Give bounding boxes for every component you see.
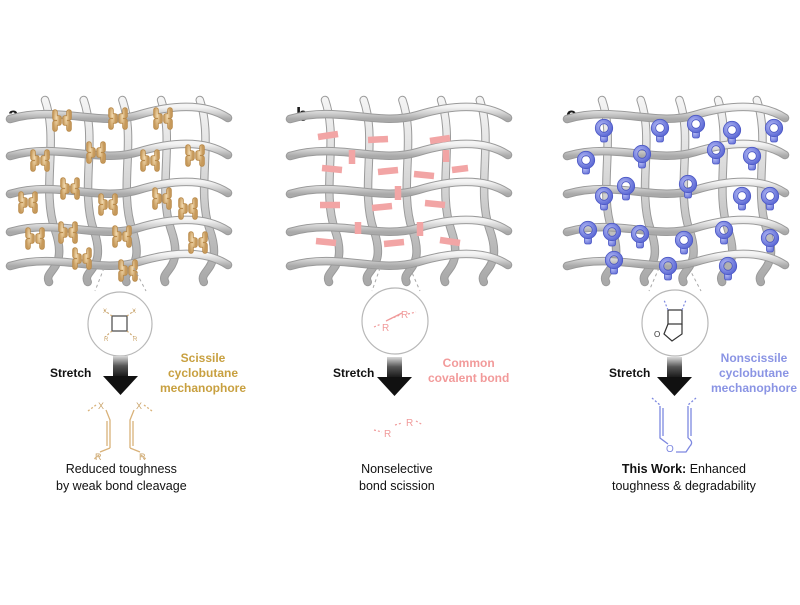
mechanophore-label-a: Scissile cyclobutane mechanophore	[160, 351, 246, 396]
a-strand-h2	[6, 178, 232, 198]
nonscissile-mechanophore-icon-2	[690, 118, 703, 139]
caption-b-line1: Nonselective	[361, 462, 433, 476]
weak-bond-segment-8	[371, 202, 393, 212]
weak-bond-segment-0	[317, 130, 339, 141]
nonscissile-mechanophore-icon-1	[654, 122, 667, 143]
caption-c-line2: toughness & degradability	[612, 479, 756, 493]
a-strand-v4	[196, 96, 218, 286]
zoom-c	[641, 267, 709, 357]
product-atom-o-c: O	[666, 444, 674, 455]
b-strand-h0	[286, 103, 512, 123]
caption-c-bold: This Work:	[621, 462, 687, 476]
atom-r2-b: R	[401, 310, 408, 321]
weak-bond-segment-5	[413, 170, 435, 180]
product-atom-r2: R	[139, 452, 146, 462]
a-strand-h3	[6, 216, 232, 236]
scissile-mechanophore-icon-15	[191, 234, 205, 251]
product-atom-x1: X	[98, 401, 104, 411]
scissile-mechanophore-icon-11	[181, 200, 195, 217]
c-strand-h0	[563, 103, 789, 123]
b-strand-v4	[476, 96, 498, 286]
a-strand-h4	[6, 250, 232, 270]
stretch-label-c: Stretch	[609, 366, 651, 380]
stretch-arrow-a	[103, 356, 138, 395]
stretch-arrow-c	[657, 357, 692, 396]
stretch-label-a: Stretch	[50, 366, 92, 380]
bond-label-b-line2: covalent bond	[428, 371, 510, 385]
weak-bond-segment-3	[321, 164, 343, 174]
c-strand-h1	[563, 140, 789, 160]
stretch-arrow-b	[377, 357, 412, 396]
atom-r1-b: R	[382, 323, 389, 334]
atom-r-left: R	[104, 337, 109, 343]
a-strand-v3	[157, 96, 179, 286]
mechanophore-label-a-line1: Scissile	[180, 351, 226, 365]
mechanophore-label-a-line3: mechanophore	[160, 381, 247, 395]
atom-o-c: O	[654, 330, 660, 339]
polymer-network-c	[562, 95, 790, 287]
mechanophore-label-a-line2: cyclobutane	[167, 366, 239, 380]
nonscissile-mechanophore-icon-12	[736, 190, 749, 211]
atom-r-right: R	[133, 337, 138, 343]
product-c	[651, 397, 697, 453]
product-atom-r1-b: R	[384, 429, 391, 440]
zoom-b	[361, 267, 429, 355]
bond-label-b-line1: Common	[442, 356, 495, 370]
bond-label-b: Common covalent bond	[428, 356, 509, 386]
scissile-mechanophore-icon-6	[188, 147, 202, 164]
weak-bond-segment-9	[424, 199, 446, 209]
b-strand-h4	[286, 250, 512, 270]
scissile-mechanophore-icon-12	[28, 230, 42, 247]
product-atom-r2-b: R	[406, 418, 413, 429]
nonscissile-mechanophore-icon-5	[580, 154, 593, 175]
caption-a: Reduced toughness by weak bond cleavage	[56, 461, 187, 495]
mechanophore-label-c: Nonscissile cyclobutane mechanophore	[711, 351, 797, 396]
weak-bond-segment-1	[367, 135, 389, 144]
atom-x-left: X	[103, 309, 107, 315]
nonscissile-mechanophore-icon-17	[678, 234, 691, 255]
nonscissile-mechanophore-icon-8	[746, 150, 759, 171]
stretch-label-b: Stretch	[333, 366, 375, 380]
scissile-mechanophore-icon-5	[143, 152, 157, 169]
a-strand-h0	[6, 103, 232, 123]
product-bonds-b	[373, 420, 424, 433]
mechanophore-label-c-line1: Nonscissile	[720, 351, 788, 365]
weak-bond-segment-12	[439, 236, 461, 247]
product-atom-x2: X	[136, 401, 142, 411]
caption-c-line1: This Work: Enhanced	[612, 461, 756, 478]
polymer-network-a	[5, 95, 233, 287]
atom-x-right: X	[132, 309, 136, 315]
scissile-mechanophore-icon-9	[101, 196, 115, 213]
weak-bond-segment-10	[315, 237, 337, 247]
c-strand-h3	[563, 216, 789, 236]
b-strand-h1	[286, 140, 512, 160]
b-strand-h2	[286, 178, 512, 198]
mechanophore-label-c-line3: mechanophore	[711, 381, 798, 395]
weak-bond-segment-4	[377, 166, 399, 176]
weak-bond-segment-11	[383, 238, 405, 248]
mechanophore-label-c-line2: cyclobutane	[718, 366, 790, 380]
weak-bond-segment-2	[429, 134, 451, 145]
caption-c: This Work: Enhanced toughness & degradab…	[612, 461, 756, 495]
caption-a-line1: Reduced toughness	[65, 462, 177, 476]
caption-c-rest: Enhanced	[686, 462, 746, 476]
caption-b-line2: bond scission	[359, 479, 435, 493]
nonscissile-mechanophore-icon-4	[768, 122, 781, 143]
product-atom-r1: R	[95, 452, 102, 462]
weak-bond-segment-6	[451, 164, 469, 174]
scissile-mechanophore-icon-8	[21, 194, 35, 211]
polymer-network-b	[285, 95, 513, 287]
b-strand-h3	[286, 216, 512, 236]
product-a	[87, 404, 153, 461]
caption-b: Nonselective bond scission	[359, 461, 435, 495]
caption-a-line2: by weak bond cleavage	[56, 479, 187, 493]
